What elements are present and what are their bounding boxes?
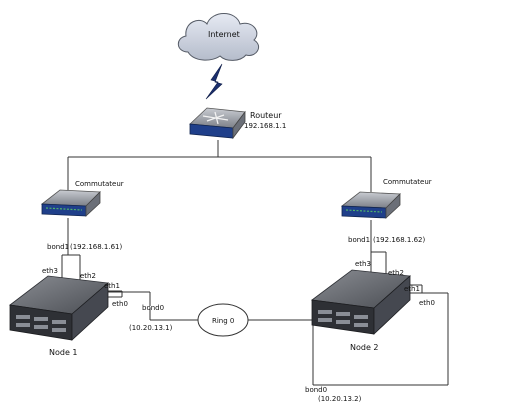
internet-cloud-icon: Internet [177,13,259,61]
router-name: Routeur [250,111,282,120]
node2-name: Node 2 [350,343,379,352]
node2-bond1-ip: (192.168.1.62) [373,236,425,244]
node1-bond0-ip: (10.20.13.1) [129,324,173,332]
node1-eth1-label: eth1 [104,282,120,290]
switch-left-icon: Commutateur [40,180,124,217]
node1-bond1-ip: (192.168.1.61) [70,243,122,251]
node2-bond0-ip: (10.20.13.2) [318,395,362,403]
node2-eth3-label: eth3 [355,260,371,268]
switch-right-icon: Commutateur [340,178,432,219]
lightning-bolt-icon [205,63,223,100]
node1-eth2-label: eth2 [80,272,96,280]
ring-node: Ring 0 [197,303,249,337]
node1-name: Node 1 [49,348,78,357]
node1-labels: bond1 (192.168.1.61) eth3 eth2 eth1 eth0… [42,243,173,357]
node2-server-icon [310,269,411,335]
node2-eth0-label: eth0 [419,299,435,307]
node1-eth0-label: eth0 [112,300,128,308]
node1-eth3-label: eth3 [42,267,58,275]
node1-bond1-label: bond1 [47,243,69,251]
switch-right-name: Commutateur [383,178,432,186]
router-ip: 192.168.1.1 [244,122,286,130]
node2-eth2-label: eth2 [388,269,404,277]
connection-lines [61,140,449,386]
node2-eth1-label: eth1 [404,285,420,293]
internet-label: Internet [208,30,240,39]
node2-labels: bond1 (192.168.1.62) eth3 eth2 eth1 eth0… [305,236,435,403]
ring-label: Ring 0 [212,317,234,325]
node2-bond0-label: bond0 [305,386,327,394]
node2-bond1-label: bond1 [348,236,370,244]
router-icon: Routeur 192.168.1.1 [189,107,286,140]
node1-server-icon [9,275,109,341]
node1-bond0-label: bond0 [142,304,164,312]
switch-left-name: Commutateur [75,180,124,188]
